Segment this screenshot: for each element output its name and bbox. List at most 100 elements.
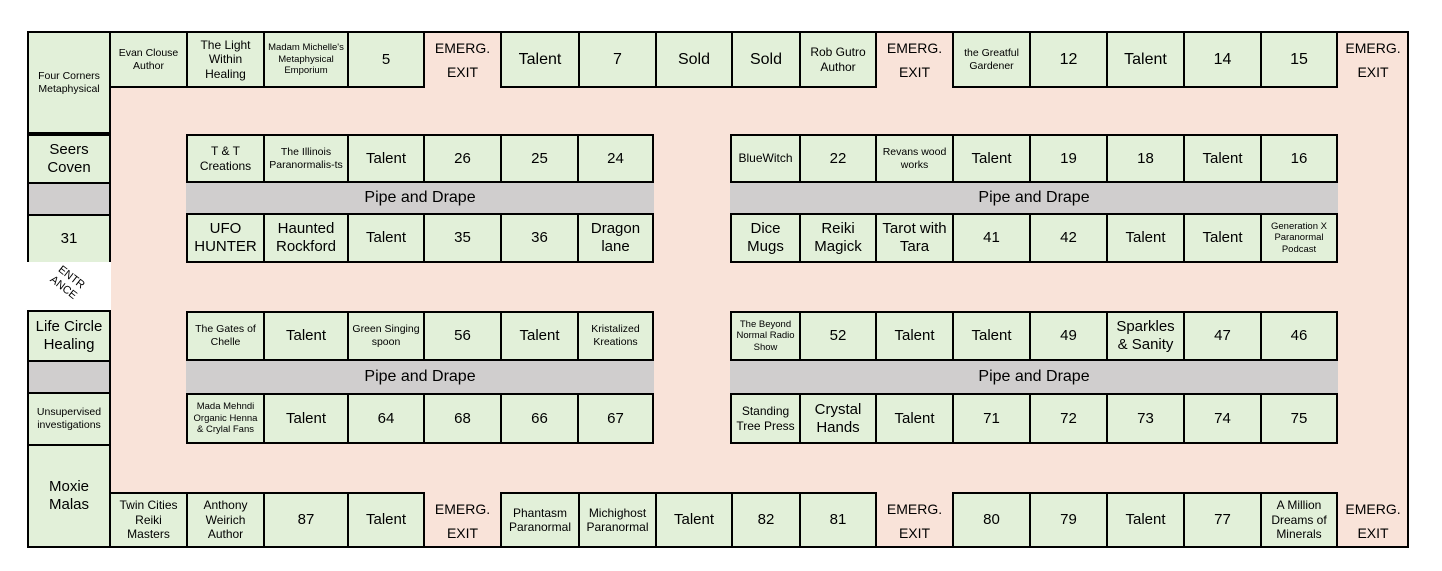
booth-75[interactable]: 75	[1260, 393, 1338, 444]
booth-22[interactable]: 22	[799, 134, 877, 183]
booth-68[interactable]: 68	[423, 393, 502, 444]
booth-73[interactable]: 73	[1106, 393, 1185, 444]
booth-rob-gutro[interactable]: Rob Gutro Author	[799, 31, 877, 88]
booth-talent-r12[interactable]: Talent	[875, 393, 954, 444]
booth-talent-r7[interactable]: Talent	[263, 311, 349, 361]
booth-41[interactable]: 41	[952, 213, 1031, 263]
booth-64[interactable]: 64	[347, 393, 425, 444]
booth-5[interactable]: 5	[347, 31, 425, 88]
booth-standing-tree-press[interactable]: Standing Tree Press	[730, 393, 801, 444]
entrance-gap	[25, 262, 111, 312]
booth-unsupervised[interactable]: Unsupervised investigations	[27, 392, 111, 446]
booth-56[interactable]: 56	[423, 311, 502, 361]
booth-phantasm-paranormal[interactable]: Phantasm Paranormal	[500, 492, 580, 548]
booth-79[interactable]: 79	[1029, 492, 1108, 548]
booth-dragon-lane[interactable]: Dragon lane	[577, 213, 654, 263]
booth-life-circle[interactable]: Life Circle Healing	[27, 310, 111, 362]
booth-87[interactable]: 87	[263, 492, 349, 548]
booth-million-dreams[interactable]: A Million Dreams of Minerals	[1260, 492, 1338, 548]
booth-talent-r8[interactable]: Talent	[500, 311, 579, 361]
booth-kristalized-kreations[interactable]: Kristalized Kreations	[577, 311, 654, 361]
booth-green-singing-spoon[interactable]: Green Singing spoon	[347, 311, 425, 361]
booth-31[interactable]: 31	[27, 214, 111, 264]
booth-talent-r1[interactable]: Talent	[347, 134, 425, 183]
booth-18[interactable]: 18	[1106, 134, 1185, 183]
booth-talent-bottom-c[interactable]: Talent	[1106, 492, 1185, 548]
booth-michighost-paranormal[interactable]: Michighost Paranormal	[578, 492, 657, 548]
left-gray-divider-bottom	[27, 360, 111, 394]
booth-tarot-with-tara[interactable]: Tarot with Tara	[875, 213, 954, 263]
booth-crystal-hands[interactable]: Crystal Hands	[799, 393, 877, 444]
booth-tt-creations[interactable]: T & T Creations	[186, 134, 265, 183]
booth-talent-r11[interactable]: Talent	[263, 393, 349, 444]
booth-dice-mugs[interactable]: Dice Mugs	[730, 213, 801, 263]
booth-talent-r10[interactable]: Talent	[952, 311, 1031, 361]
booth-talent-r3[interactable]: Talent	[1183, 134, 1262, 183]
booth-generation-x[interactable]: Generation X Paranormal Podcast	[1260, 213, 1338, 263]
booth-15[interactable]: 15	[1260, 31, 1338, 88]
booth-67[interactable]: 67	[577, 393, 654, 444]
emergency-exit-top-2: EMERG.EXIT	[886, 40, 943, 80]
booth-26[interactable]: 26	[423, 134, 502, 183]
booth-16[interactable]: 16	[1260, 134, 1338, 183]
booth-talent-r9[interactable]: Talent	[875, 311, 954, 361]
booth-light-within[interactable]: The Light Within Healing	[186, 31, 265, 88]
booth-talent-top-a[interactable]: Talent	[500, 31, 580, 88]
booth-haunted-rockford[interactable]: Haunted Rockford	[263, 213, 349, 263]
booth-52[interactable]: 52	[799, 311, 877, 361]
booth-beyond-normal-radio[interactable]: The Beyond Normal Radio Show	[730, 311, 801, 361]
booth-24[interactable]: 24	[577, 134, 654, 183]
booth-47[interactable]: 47	[1183, 311, 1262, 361]
booth-14[interactable]: 14	[1183, 31, 1262, 88]
booth-moxie[interactable]: Moxie Malas	[27, 444, 111, 548]
booth-revans-wood-works[interactable]: Revans wood works	[875, 134, 954, 183]
booth-77[interactable]: 77	[1183, 492, 1262, 548]
booth-four-corners[interactable]: Four Corners Metaphysical	[27, 31, 111, 134]
booth-bluewitch[interactable]: BlueWitch	[730, 134, 801, 183]
booth-74[interactable]: 74	[1183, 393, 1262, 444]
emergency-exit-bottom-right: EMERG.EXIT	[1345, 501, 1401, 541]
booth-talent-bottom-b[interactable]: Talent	[655, 492, 733, 548]
booth-twin-cities-reiki[interactable]: Twin Cities Reiki Masters	[109, 492, 188, 548]
booth-talent-top-b[interactable]: Talent	[1106, 31, 1185, 88]
booth-talent-r2[interactable]: Talent	[952, 134, 1031, 183]
booth-80[interactable]: 80	[952, 492, 1031, 548]
booth-81[interactable]: 81	[799, 492, 877, 548]
booth-46[interactable]: 46	[1260, 311, 1338, 361]
booth-25[interactable]: 25	[500, 134, 579, 183]
booth-36[interactable]: 36	[500, 213, 579, 263]
booth-35[interactable]: 35	[423, 213, 502, 263]
pipe-and-drape-2: Pipe and Drape	[730, 183, 1338, 213]
booth-ufo-hunter[interactable]: UFO HUNTER	[186, 213, 265, 263]
booth-gates-of-chelle[interactable]: The Gates of Chelle	[186, 311, 265, 361]
booth-greatful-gardener[interactable]: the Greatful Gardener	[952, 31, 1031, 88]
booth-12[interactable]: 12	[1029, 31, 1108, 88]
booth-82[interactable]: 82	[731, 492, 801, 548]
booth-evan-clouse[interactable]: Evan Clouse Author	[109, 31, 188, 88]
exhibit-hall-floor	[27, 31, 1409, 548]
booth-7[interactable]: 7	[578, 31, 657, 88]
booth-seers-coven[interactable]: Seers Coven	[27, 134, 111, 184]
booth-71[interactable]: 71	[952, 393, 1031, 444]
booth-19[interactable]: 19	[1029, 134, 1108, 183]
booth-madam-michelle[interactable]: Madam Michelle's Metaphysical Emporium	[263, 31, 349, 88]
booth-talent-r4[interactable]: Talent	[347, 213, 425, 263]
booth-mada-mehndi[interactable]: Mada Mehndi Organic Henna & Crylal Fans	[186, 393, 265, 444]
booth-sparkles-sanity[interactable]: Sparkles & Sanity	[1106, 311, 1185, 361]
booth-72[interactable]: 72	[1029, 393, 1108, 444]
booth-talent-r6[interactable]: Talent	[1183, 213, 1262, 263]
booth-illinois-paranormalists[interactable]: The Illinois Paranormalis-ts	[263, 134, 349, 183]
booth-49[interactable]: 49	[1029, 311, 1108, 361]
left-gray-divider-top	[27, 182, 111, 216]
booth-talent-bottom-a[interactable]: Talent	[347, 492, 425, 548]
booth-42[interactable]: 42	[1029, 213, 1108, 263]
booth-reiki-magick[interactable]: Reiki Magick	[799, 213, 877, 263]
booth-sold-2[interactable]: Sold	[731, 31, 801, 88]
booth-66[interactable]: 66	[500, 393, 579, 444]
booth-anthony-weirich[interactable]: Anthony Weirich Author	[186, 492, 265, 548]
pipe-and-drape-1: Pipe and Drape	[186, 183, 654, 213]
booth-talent-r5[interactable]: Talent	[1106, 213, 1185, 263]
booth-sold-1[interactable]: Sold	[655, 31, 733, 88]
pipe-and-drape-3: Pipe and Drape	[186, 361, 654, 393]
emergency-exit-bottom-1: EMERG.EXIT	[434, 501, 491, 541]
